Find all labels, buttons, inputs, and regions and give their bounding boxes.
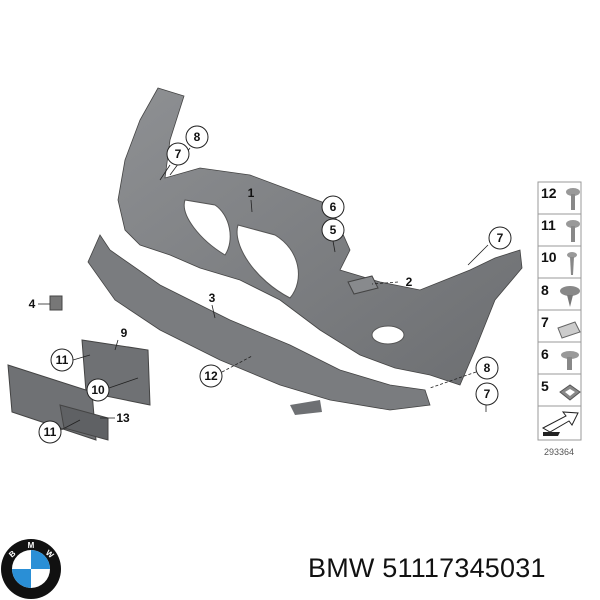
callout-label: 13: [116, 411, 130, 425]
callout[interactable]: 5: [321, 218, 345, 242]
callout[interactable]: 7: [488, 226, 512, 250]
screw-icon: [561, 351, 579, 370]
callout-label: 6: [330, 200, 337, 214]
legend-label: 7: [541, 314, 549, 330]
callout-label: 2: [406, 275, 413, 289]
callout-label: 11: [56, 353, 69, 367]
callout-label: 8: [484, 361, 491, 375]
callout-label: 1: [248, 186, 255, 200]
fastener-legend: 12 11 10 8 7 6 5 293364: [537, 181, 582, 457]
callout-label: 7: [175, 147, 182, 161]
legend-label: 6: [541, 346, 549, 362]
bumper-cover-part: [117, 87, 523, 386]
self-tapping-screw-icon: [567, 252, 577, 275]
callout[interactable]: 11: [50, 348, 74, 372]
bmw-logo: M B W: [1, 539, 61, 599]
lower-trim-part: [87, 234, 431, 411]
callout[interactable]: 3: [209, 291, 216, 305]
clip-nut-icon: [557, 321, 581, 339]
direction-arrow-icon: [541, 411, 579, 436]
callout[interactable]: 4: [29, 297, 36, 311]
callout[interactable]: 8: [475, 356, 499, 380]
clip-part-4: [49, 295, 63, 311]
callout[interactable]: 12: [199, 364, 223, 388]
part-number: BMW 51117345031: [308, 553, 546, 583]
legend-label: 5: [541, 378, 549, 394]
legend-label: 10: [541, 249, 557, 265]
expanding-rivet-icon: [560, 286, 580, 307]
callout-label: 7: [484, 387, 491, 401]
callout-label: 10: [91, 383, 105, 397]
legend-label: 8: [541, 282, 549, 298]
tow-hook-cap-part: [347, 275, 379, 295]
diagram-number: 293364: [544, 447, 574, 457]
screw-icon: [566, 220, 580, 242]
svg-text:W: W: [44, 548, 56, 560]
callout[interactable]: 7: [166, 142, 190, 166]
callout[interactable]: 7: [475, 382, 499, 406]
callout-label: 4: [29, 297, 36, 311]
fog-light-opening: [371, 325, 405, 345]
callout[interactable]: 9: [121, 326, 128, 340]
square-washer-icon: [559, 384, 581, 401]
callout[interactable]: 8: [185, 125, 209, 149]
callout-label: 9: [121, 326, 128, 340]
callout[interactable]: 6: [321, 195, 345, 219]
svg-text:M: M: [28, 541, 35, 550]
bracket-part: [290, 400, 322, 415]
callout[interactable]: 10: [86, 378, 110, 402]
callout-label: 3: [209, 291, 216, 305]
callout[interactable]: 11: [38, 420, 62, 444]
callout-label: 5: [330, 223, 337, 237]
callout-label: 11: [44, 425, 57, 439]
callout[interactable]: 13: [116, 411, 130, 425]
grille-opening-left: [183, 199, 231, 256]
callout[interactable]: 1: [248, 186, 255, 200]
callout-label: 8: [194, 130, 201, 144]
legend-label: 12: [541, 185, 557, 201]
svg-text:B: B: [7, 549, 17, 560]
legend-label: 11: [541, 217, 556, 233]
callout-label: 12: [204, 369, 218, 383]
callout[interactable]: 2: [406, 275, 413, 289]
screw-icon: [566, 188, 580, 210]
callout-label: 7: [497, 231, 504, 245]
strip-part-13: [59, 404, 109, 441]
grille-opening-right: [236, 224, 299, 299]
